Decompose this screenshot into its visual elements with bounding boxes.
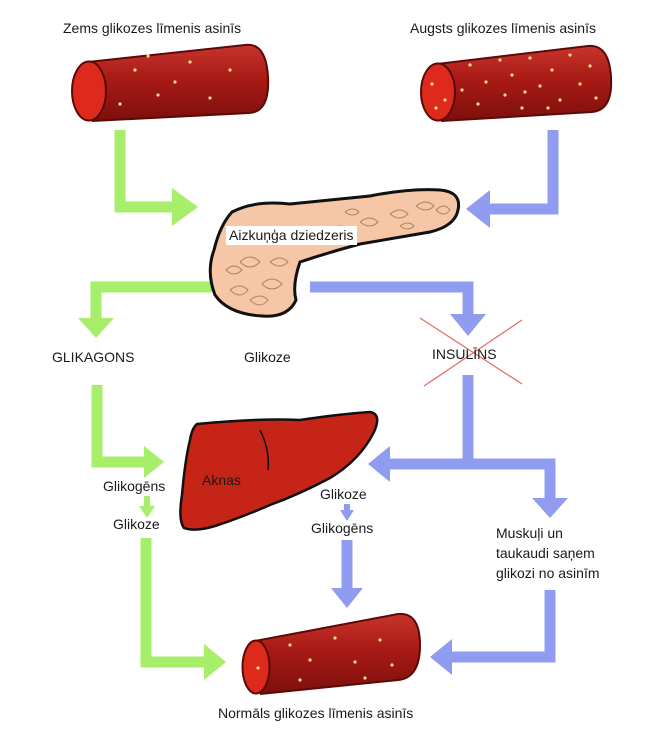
glucose-center-label: Glikoze — [244, 349, 291, 365]
glycogen-left-label: Glikogēns — [103, 478, 166, 494]
green-arrow-pancreas-to-glucagon — [90, 281, 212, 320]
arrowhead-icon — [430, 639, 452, 675]
blood-vessel-low-glucose-icon — [71, 43, 270, 122]
green-arrow-glucagon-to-liver — [91, 385, 146, 468]
green-arrow-glucose-to-normal — [140, 538, 205, 668]
glucagon-arrowheads — [78, 188, 226, 680]
blue-arrow-pancreas-to-insulin — [310, 281, 474, 316]
arrowhead-icon — [532, 498, 568, 518]
muscle-fat-label: Muskuļi un taukaudi saņem glikozi no asi… — [496, 525, 600, 581]
pancreas-label: Aizkuņģa dziedzeris — [226, 226, 357, 245]
blood-vessel-normal-glucose-icon — [241, 612, 422, 695]
blue-arrow-high-to-pancreas — [488, 130, 559, 215]
blue-arrow-muscle-to-normal — [450, 590, 556, 663]
high-glucose-label: Augsts glikozes līmenis asinīs — [410, 20, 596, 36]
liver-icon — [179, 410, 379, 531]
blue-arrow-to-muscle — [468, 458, 556, 500]
arrowhead-icon — [466, 190, 490, 228]
glycogen-mid-label: Glikogēns — [311, 520, 374, 536]
green-arrow-low-to-pancreas — [114, 130, 172, 213]
glucagon-label: GLIKAGONS — [52, 349, 135, 365]
arrowhead-icon — [340, 510, 354, 521]
low-glucose-label: Zems glikozes līmenis asinīs — [63, 20, 242, 36]
insulin-cross-icon — [419, 317, 523, 387]
normal-glucose-label: Normāls glikozes līmenis asinīs — [218, 705, 414, 721]
arrowhead-icon — [172, 188, 198, 226]
glucagon-pathway-arrows — [90, 130, 212, 668]
insulin-pathway-arrows — [310, 130, 559, 663]
glucose-mid-label: Glikoze — [320, 486, 367, 502]
pancreas-icon — [208, 188, 461, 318]
arrowhead-icon — [204, 644, 226, 680]
arrowhead-icon — [78, 318, 114, 338]
insulin-arrowheads — [331, 190, 568, 675]
arrowhead-icon — [144, 446, 164, 478]
liver-label: Aknas — [202, 472, 241, 488]
arrowhead-icon — [450, 314, 486, 336]
arrowhead-icon — [331, 588, 363, 608]
arrowhead-icon — [368, 446, 390, 482]
glucose-left-label: Glikoze — [113, 516, 160, 532]
arrowhead-icon — [139, 506, 155, 518]
blood-vessel-high-glucose-icon — [420, 44, 613, 122]
insulin-label: INSULĪNS — [432, 346, 497, 362]
